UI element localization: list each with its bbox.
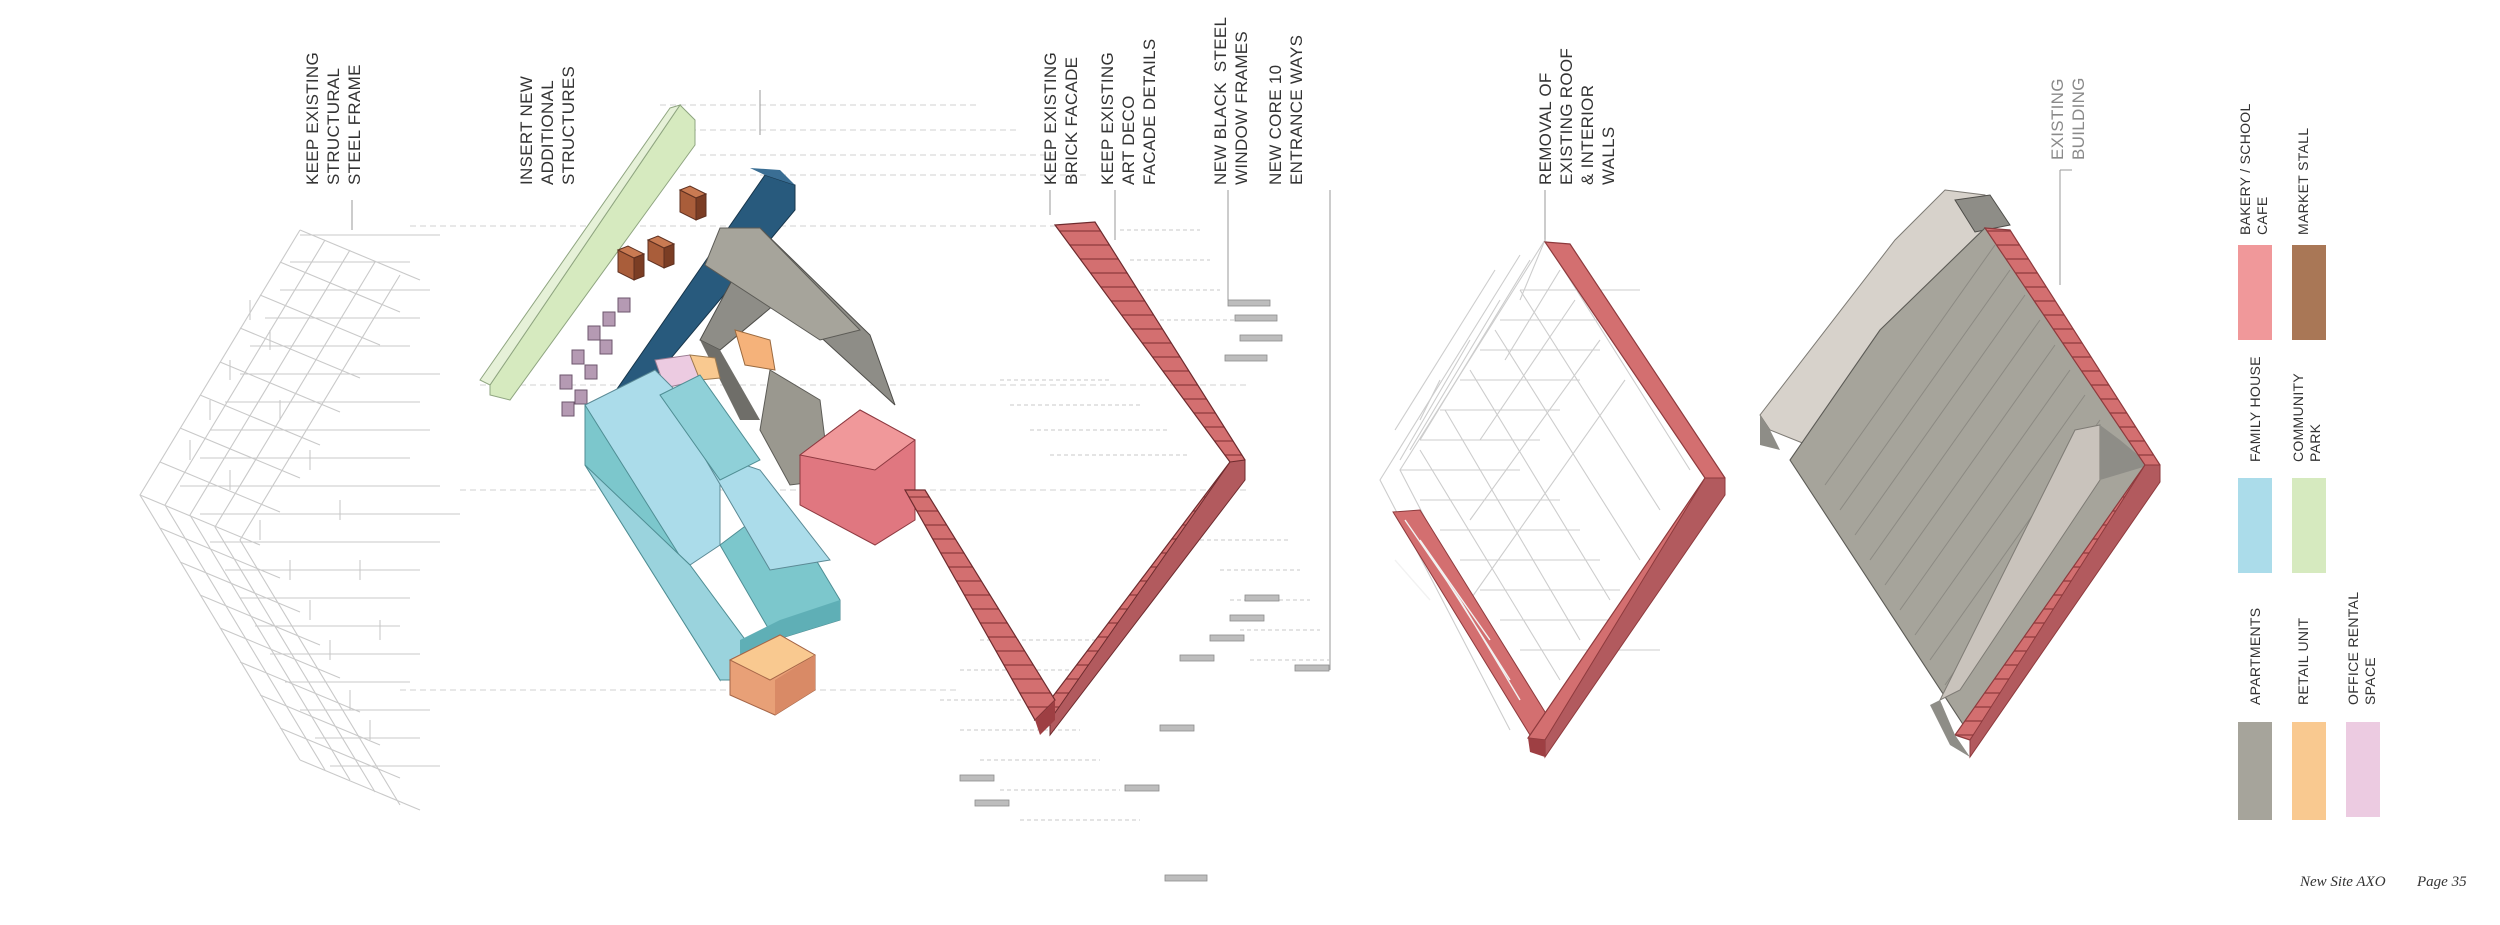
legend-swatch-bakery: [2238, 245, 2272, 340]
legend-label-office: OFFICE RENTAL SPACE: [2345, 591, 2378, 705]
new-structures-axo: [479, 104, 916, 716]
label-brick-facade: KEEP EXISTING BRICK FACADE: [1041, 51, 1081, 185]
legend-label-park: COMMUNITY PARK: [2290, 372, 2323, 462]
legend-label-apartments: APARTMENTS: [2247, 607, 2263, 705]
legend-swatch-family: [2238, 478, 2272, 573]
legend-swatch-office: [2346, 722, 2380, 817]
label-insert-new: INSERT NEW ADDITIONAL STRUCTURES: [517, 65, 578, 185]
page-number: Page 35: [2417, 874, 2467, 890]
legend-label-bakery: BAKERY / SCHOOL CAFE: [2237, 103, 2270, 235]
legend-swatch-retail: [2292, 722, 2326, 820]
footer-caption: New Site AXO: [2300, 874, 2386, 890]
legend-label-market: MARKET STALL: [2295, 127, 2311, 235]
label-entrance-ways: NEW CORE 10 ENTRANCE WAYS: [1266, 34, 1306, 185]
gutted-building-axo: [1379, 239, 1726, 759]
legend-label-retail: RETAIL UNIT: [2295, 617, 2311, 705]
legend-label-family: FAMILY HOUSE: [2247, 356, 2263, 462]
label-keep-frame: KEEP EXISTING STRUCTURAL STEEL FRAME: [303, 51, 364, 185]
legend-swatch-park: [2292, 478, 2326, 573]
leader-lines: [351, 90, 2072, 670]
label-existing-building: EXISTING BUILDING: [2048, 77, 2088, 160]
label-removal: REMOVAL OF EXISTING ROOF & INTERIOR WALL…: [1536, 47, 1618, 185]
label-window-frames: NEW BLACK STEEL WINDOW FRAMES: [1211, 16, 1251, 185]
steel-frame-axo: [139, 229, 460, 811]
label-art-deco: KEEP EXISTING ART DECO FACADE DETAILS: [1098, 38, 1159, 185]
legend-swatch-apartments: [2238, 722, 2272, 820]
legend-swatch-market: [2292, 245, 2326, 340]
facade-axo: [903, 221, 1330, 882]
existing-building-axo: [1759, 189, 2161, 759]
